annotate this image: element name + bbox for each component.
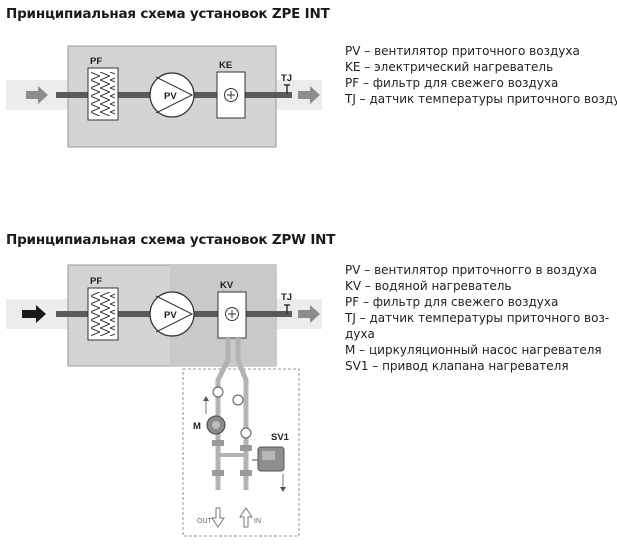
pipe-return [215, 338, 231, 490]
legend-item: духа [345, 327, 375, 341]
valve-icon [212, 470, 224, 476]
filter-label-2: PF [90, 276, 102, 287]
legend-item: KV – водяной нагреватель [345, 279, 512, 293]
valve-label: SV1 [271, 432, 290, 443]
diagram2-title: Принципиальная схема установок ZPW INT [6, 232, 336, 248]
sensor-tj-2 [284, 304, 290, 314]
fan-label-2: PV [164, 310, 177, 321]
legend-1: PV – вентилятор приточного воздуха KE – … [345, 43, 617, 107]
sensor-label-2: TJ [281, 292, 292, 303]
pump-rotor-icon [212, 421, 220, 429]
fan-label-1: PV [164, 91, 177, 102]
fan-pv-1 [149, 72, 195, 118]
filter-label-1: PF [90, 56, 102, 67]
plus-icon [228, 310, 236, 318]
actuator-window-icon [262, 451, 275, 460]
flow-arrow-icon [203, 396, 209, 401]
inlet-arrow-dark-icon [22, 305, 46, 323]
gauge-icon [232, 394, 244, 406]
heater-kv-2 [217, 291, 247, 339]
flow-arrow-icon [280, 487, 286, 492]
sensor-label-1: TJ [281, 73, 292, 84]
diagram1: PF PV KE TJ [6, 45, 322, 148]
heater-label-2: KV [220, 280, 234, 291]
valve-icon [240, 445, 252, 451]
in-label: IN [254, 518, 261, 525]
valve-icon [212, 440, 224, 446]
fan-pv-2 [149, 291, 195, 337]
gauge-icon [240, 427, 252, 439]
out-label: OUT [197, 518, 213, 525]
legend-item: SV1 – привод клапана нагревателя [345, 359, 569, 373]
outlet-arrow-icon [298, 305, 320, 323]
plus-icon [227, 91, 235, 99]
legend-item: PF – фильтр для свежего воздуха [345, 295, 559, 309]
out-arrow-icon [211, 507, 225, 528]
pump-label: M [193, 421, 201, 432]
fan-symbol-icon [155, 295, 194, 333]
outlet-arrow-icon [298, 86, 320, 104]
legend-item: PF – фильтр для свежего воздуха [345, 76, 559, 90]
filter-pleats-icon [91, 292, 115, 336]
gauge-icon [212, 386, 224, 398]
diagram1-title: Принципиальная схема установок ZPE INT [6, 6, 330, 22]
fan-symbol-icon [155, 76, 194, 114]
valve-icon [240, 470, 252, 476]
in-arrow-icon [239, 507, 253, 528]
legend-item: PV – вентилятор приточного воздуха [345, 44, 580, 58]
filter-pleats-icon [91, 72, 115, 116]
legend-item: TJ – датчик температуры приточного возду… [345, 92, 617, 106]
heater-label-1: KE [219, 60, 232, 71]
legend-item: PV – вентилятор приточногго в воздуха [345, 263, 597, 277]
legend-2: PV – вентилятор приточногго в воздуха KV… [345, 262, 609, 374]
legend-item: KE – электрический нагреватель [345, 60, 554, 74]
diagram2: PF PV KV TJ M [6, 264, 322, 537]
inlet-arrow-icon [26, 86, 48, 104]
legend-item: M – циркуляционный насос нагревателя [345, 343, 602, 357]
legend-item: TJ – датчик температуры приточного воз- [345, 311, 610, 325]
sensor-tj-1 [284, 84, 290, 94]
